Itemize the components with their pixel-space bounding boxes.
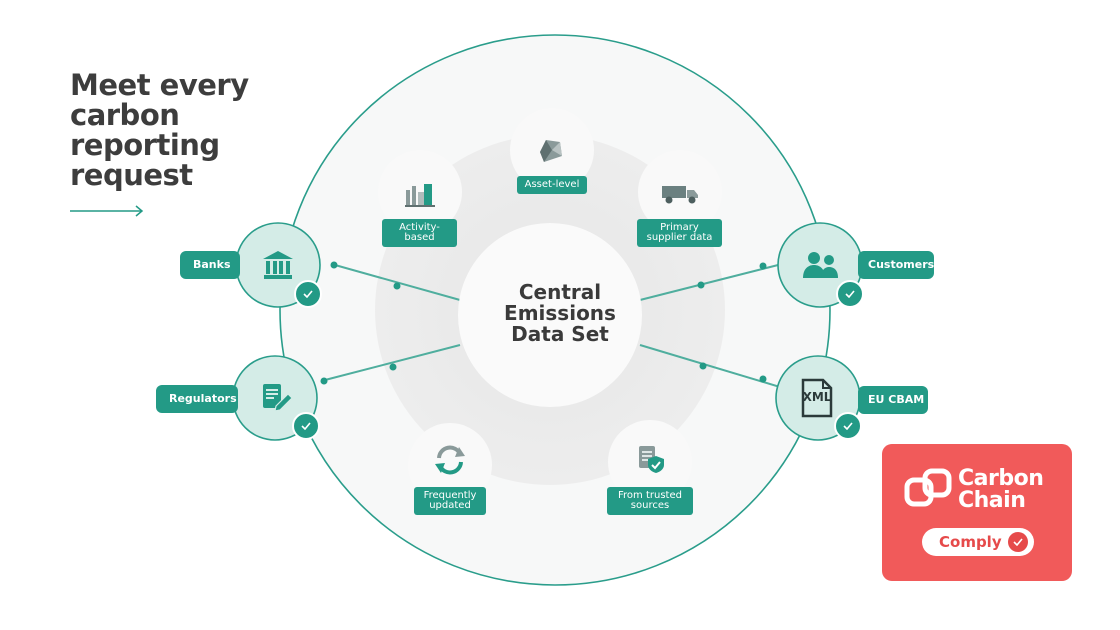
activity-based-tag: Activity- based: [382, 219, 457, 247]
headline-line: Meet every: [70, 68, 249, 102]
carbon-chain-logo: Carbon Chain Comply: [882, 444, 1072, 581]
connector-eu-cbam: [639, 344, 791, 391]
asset-level-tag: Asset-level: [517, 176, 587, 194]
xml-file-icon: XML: [800, 378, 834, 418]
connector-dot: [393, 282, 401, 290]
comply-badge: Comply: [922, 528, 1034, 556]
people-icon: [803, 252, 838, 278]
arrow-right-icon: [70, 205, 144, 217]
frequently-updated-bubble: [408, 423, 492, 507]
document-edit-icon: [263, 384, 293, 412]
primary-supplier-tag: Primary supplier data: [637, 219, 722, 247]
refresh-icon: [435, 445, 465, 475]
logo-wordmark: Carbon Chain: [958, 466, 1044, 513]
connector-dot: [759, 262, 767, 270]
eu-cbam-check-icon: [834, 412, 862, 440]
banks-tag: Banks: [180, 251, 240, 279]
banks-check-icon: [294, 280, 322, 308]
headline-line: request: [70, 158, 193, 192]
comply-check-icon: [1008, 532, 1028, 552]
connector-dot: [320, 377, 328, 385]
center-circle: [458, 223, 642, 407]
regulators-check-icon: [292, 412, 320, 440]
factory-icon: [405, 184, 435, 207]
truck-icon: [662, 186, 698, 204]
customers-check-icon: [836, 280, 864, 308]
chain-link-icon: [904, 468, 952, 507]
center-title: Central Emissions Data Set: [504, 280, 616, 346]
connector-dot: [759, 375, 767, 383]
headline: Meet every carbon reporting request: [70, 70, 270, 190]
connector-dot: [330, 261, 338, 269]
headline-line: reporting: [70, 128, 220, 162]
regulators-tag: Regulators: [156, 385, 238, 413]
customers-tag: Customers: [858, 251, 934, 279]
connector-dot: [389, 363, 397, 371]
frequently-updated-tag: Frequently updated: [414, 487, 486, 515]
connector-regulators: [324, 344, 461, 381]
headline-line: carbon: [70, 98, 180, 132]
triangle-shape-icon: [540, 140, 562, 162]
bank-icon: [263, 251, 293, 279]
trusted-sources-tag: From trusted sources: [607, 487, 693, 515]
connector-dot: [697, 281, 705, 289]
connector-banks: [334, 264, 461, 301]
connector-dot: [699, 362, 707, 370]
eu-cbam-tag: EU CBAM: [858, 386, 928, 414]
verified-document-icon: [639, 446, 664, 473]
